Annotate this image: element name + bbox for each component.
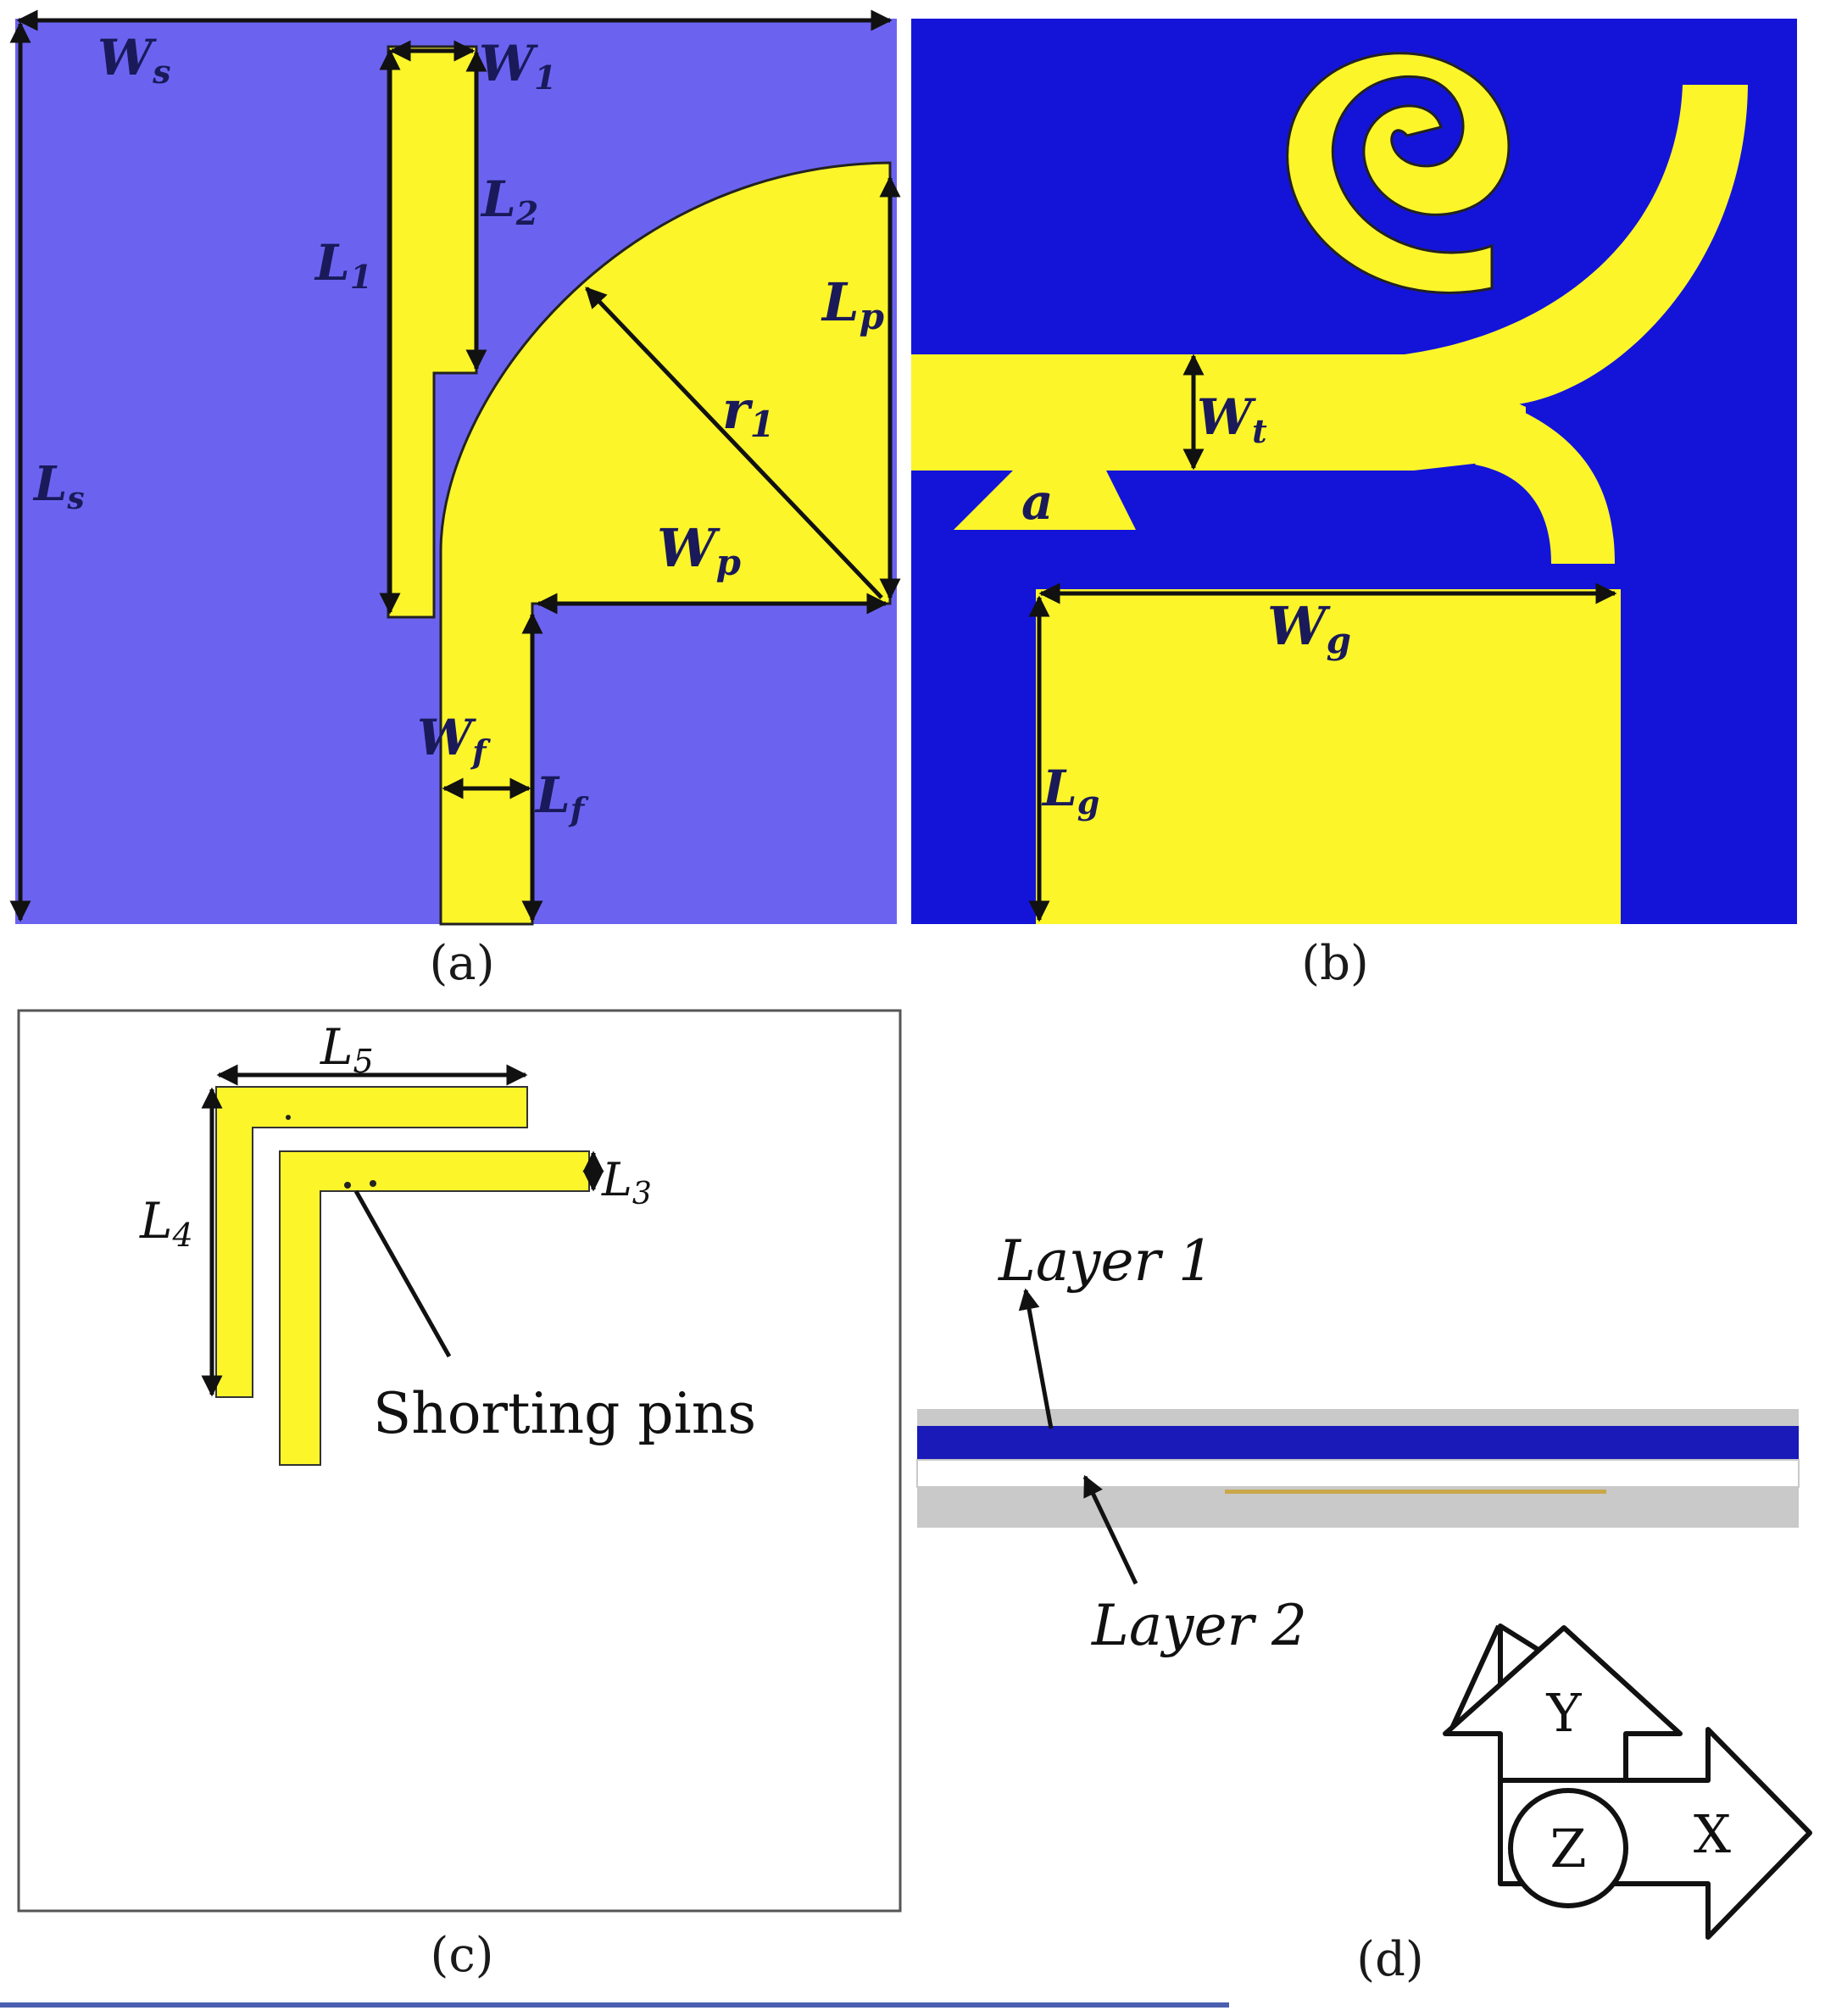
axis-z-circle bbox=[1508, 1788, 1628, 1908]
caption-a: (a) bbox=[429, 936, 494, 991]
label-l3: L3 bbox=[601, 1153, 652, 1211]
label-ls: Ls bbox=[32, 456, 85, 516]
label-layer-2: Layer 2 bbox=[1091, 1593, 1307, 1658]
shorting-pin bbox=[370, 1180, 376, 1187]
layer2-leader bbox=[1082, 1474, 1138, 1585]
label-wg: Wg bbox=[1267, 595, 1351, 661]
label-wp: Wp bbox=[657, 517, 741, 583]
panel-b-ground bbox=[1036, 589, 1621, 924]
pins-leader bbox=[353, 1189, 452, 1358]
label-l5: L5 bbox=[320, 1018, 374, 1080]
layer1-leader bbox=[1018, 1288, 1054, 1429]
label-a: a bbox=[1021, 473, 1054, 531]
label-l1: L1 bbox=[314, 234, 372, 296]
shorting-pin bbox=[286, 1115, 291, 1120]
panel-b: Wt a Wg Lg (b) bbox=[911, 19, 1797, 991]
layer-1 bbox=[917, 1426, 1799, 1460]
dim-r1 bbox=[585, 287, 883, 599]
layer-2-trace bbox=[1225, 1490, 1606, 1494]
label-shorting-pins: Shorting pins bbox=[373, 1381, 756, 1446]
panel-d: Layer 1 Layer 2 Y Z X (d) bbox=[916, 1228, 1812, 1987]
label-l4: L4 bbox=[139, 1192, 193, 1254]
axis-y-label: Y bbox=[1546, 1682, 1583, 1744]
panel-b-spiral bbox=[1286, 52, 1511, 294]
caption-d: (d) bbox=[1356, 1932, 1424, 1987]
axis-x-label: X bbox=[1694, 1803, 1731, 1865]
panel-b-lower-arm bbox=[1475, 405, 1615, 564]
panel-a-patch bbox=[439, 161, 892, 926]
layer-top-gray bbox=[917, 1409, 1799, 1426]
label-w1: W1 bbox=[479, 35, 557, 97]
panel-a: Ws W1 L2 L1 Lp r1 Ls Wp Wf Lf (a) bbox=[9, 9, 901, 991]
label-layer-1: Layer 1 bbox=[998, 1228, 1214, 1294]
panel-c: L5 L3 L4 Shorting pins (c) bbox=[17, 1009, 902, 1983]
label-lg: Lg bbox=[1041, 760, 1099, 821]
label-l2: L2 bbox=[480, 170, 538, 232]
label-ws: Ws bbox=[97, 29, 171, 91]
shorting-pin bbox=[344, 1182, 351, 1189]
panel-b-line bbox=[911, 354, 1526, 471]
panel-b-notch bbox=[954, 471, 1136, 530]
label-r1: r1 bbox=[722, 379, 775, 445]
label-lp: Lp bbox=[821, 271, 884, 337]
label-wt: Wt bbox=[1197, 388, 1267, 450]
axis-z-label: Z bbox=[1550, 1818, 1586, 1880]
panel-c-border bbox=[17, 1009, 902, 1913]
bottom-rule bbox=[0, 2002, 1229, 2008]
panel-a-stub bbox=[387, 45, 478, 619]
layer-gap bbox=[916, 1459, 1800, 1488]
panel-b-upper-arm bbox=[1390, 85, 1748, 405]
caption-b: (b) bbox=[1301, 936, 1369, 991]
caption-c: (c) bbox=[430, 1928, 493, 1983]
panel-c-outer-strip bbox=[215, 1086, 528, 1398]
